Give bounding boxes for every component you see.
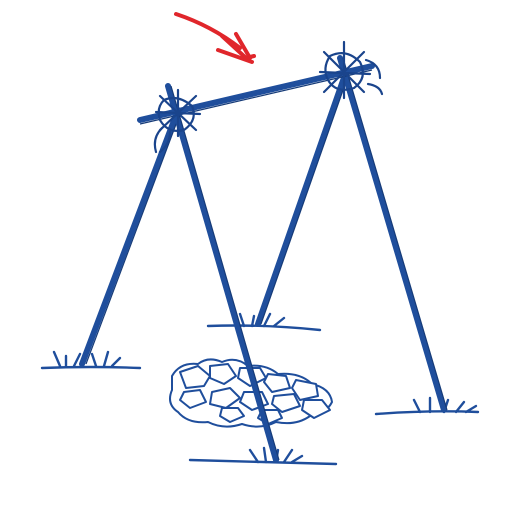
left-lashing-knot <box>155 90 200 152</box>
pointer-arrow-icon <box>176 14 254 62</box>
